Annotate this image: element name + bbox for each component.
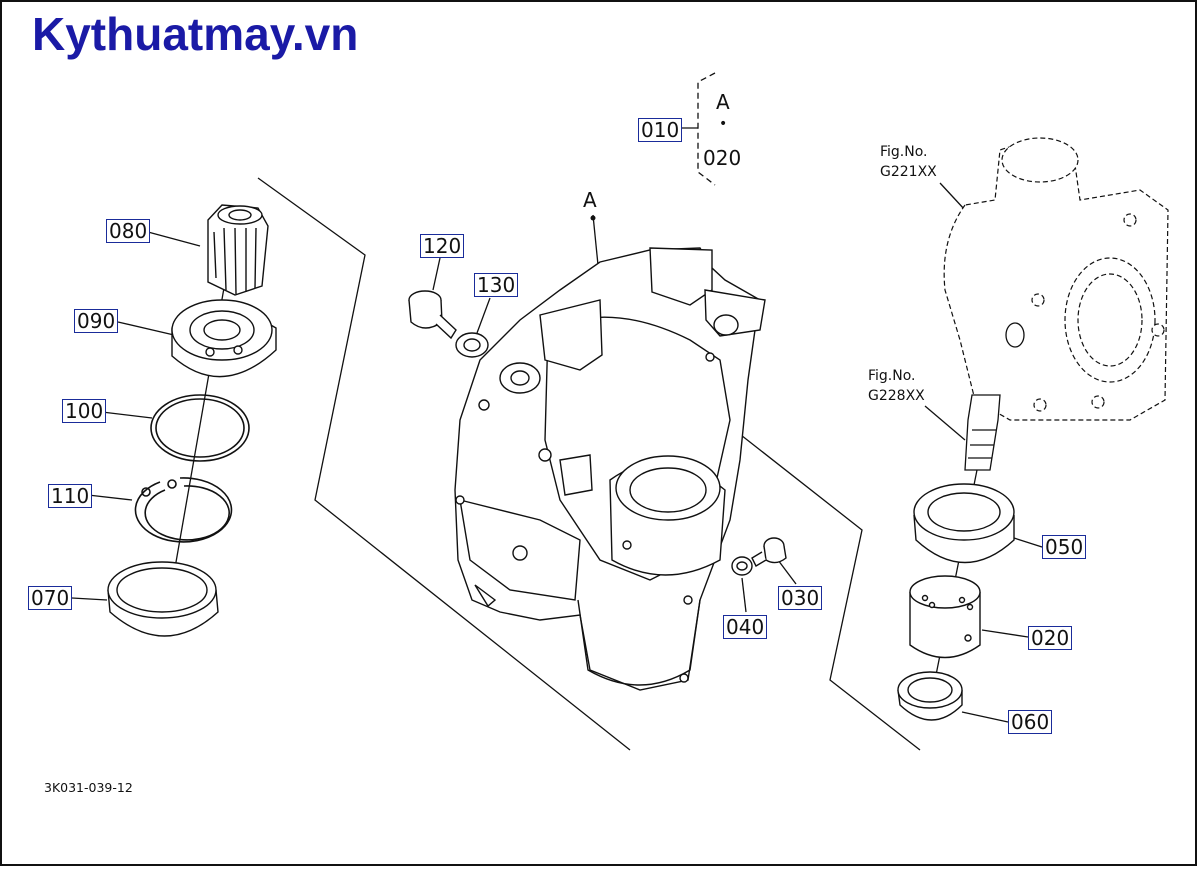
leader-120 <box>432 257 441 291</box>
axis-line-left <box>164 224 236 626</box>
leader-050 <box>1013 537 1043 548</box>
callout-100[interactable]: 100 <box>62 399 107 423</box>
leader-060 <box>961 711 1009 723</box>
set-dot: • <box>719 116 728 132</box>
subassembly-bracket-right <box>689 394 921 751</box>
callout-060[interactable]: 060 <box>1008 710 1053 734</box>
set-letter-a: A <box>716 90 730 114</box>
housing-casting-icon <box>454 247 766 691</box>
callout-040[interactable]: 040 <box>723 615 768 639</box>
leader-g228 <box>924 405 966 441</box>
leader-a-label: A <box>583 188 597 212</box>
snap-ring-icon <box>134 477 233 543</box>
drawing-number: 3K031-039-12 <box>44 780 133 795</box>
leader-070 <box>71 597 108 601</box>
oil-seal-060-icon <box>897 671 963 721</box>
leader-a-dot <box>590 215 596 221</box>
leader-030 <box>777 559 797 585</box>
callout-050[interactable]: 050 <box>1042 535 1087 559</box>
ball-bearing-icon <box>171 299 277 378</box>
callout-020[interactable]: 020 <box>1028 626 1073 650</box>
leader-090 <box>117 321 175 336</box>
callout-090[interactable]: 090 <box>74 309 119 333</box>
bevel-pinion-gear-icon <box>207 204 269 296</box>
reference-shaft-icon <box>964 322 1025 471</box>
callout-010[interactable]: 010 <box>638 118 683 142</box>
callout-030[interactable]: 030 <box>778 586 823 610</box>
leader-100 <box>101 411 153 419</box>
axis-line-right <box>929 429 986 706</box>
leader-080 <box>147 231 201 247</box>
gasket-icon <box>455 332 489 358</box>
callout-130[interactable]: 130 <box>474 273 519 297</box>
small-gasket-icon <box>731 556 753 576</box>
callout-080[interactable]: 080 <box>106 219 151 243</box>
bushing-icon <box>909 575 981 659</box>
fig-ref-g221-code[interactable]: G221XX <box>880 164 937 180</box>
leader-a <box>592 214 599 266</box>
fig-ref-g228-code[interactable]: G228XX <box>868 388 925 404</box>
callout-120[interactable]: 120 <box>420 234 465 258</box>
brand-watermark: Kythuatmay.vn <box>32 8 359 60</box>
set-bracket <box>697 72 716 186</box>
leader-g221 <box>939 182 966 211</box>
plug-icon <box>408 290 457 340</box>
leader-040 <box>741 577 747 613</box>
set-to-part: 020 <box>703 146 742 170</box>
small-plug-icon <box>751 537 787 567</box>
subassembly-bracket-left <box>257 177 631 751</box>
leader-130 <box>476 297 491 334</box>
oil-seal-icon <box>107 561 219 637</box>
leader-110 <box>87 494 133 501</box>
bearing-050-icon <box>913 483 1015 564</box>
fig-ref-g221-prefix: Fig.No. <box>880 144 928 160</box>
callout-110[interactable]: 110 <box>48 484 93 508</box>
fig-ref-g228-prefix: Fig.No. <box>868 368 916 384</box>
callout-070[interactable]: 070 <box>28 586 73 610</box>
reference-housing-icon <box>943 137 1169 421</box>
o-ring-icon <box>150 394 250 462</box>
leader-020 <box>981 629 1029 638</box>
